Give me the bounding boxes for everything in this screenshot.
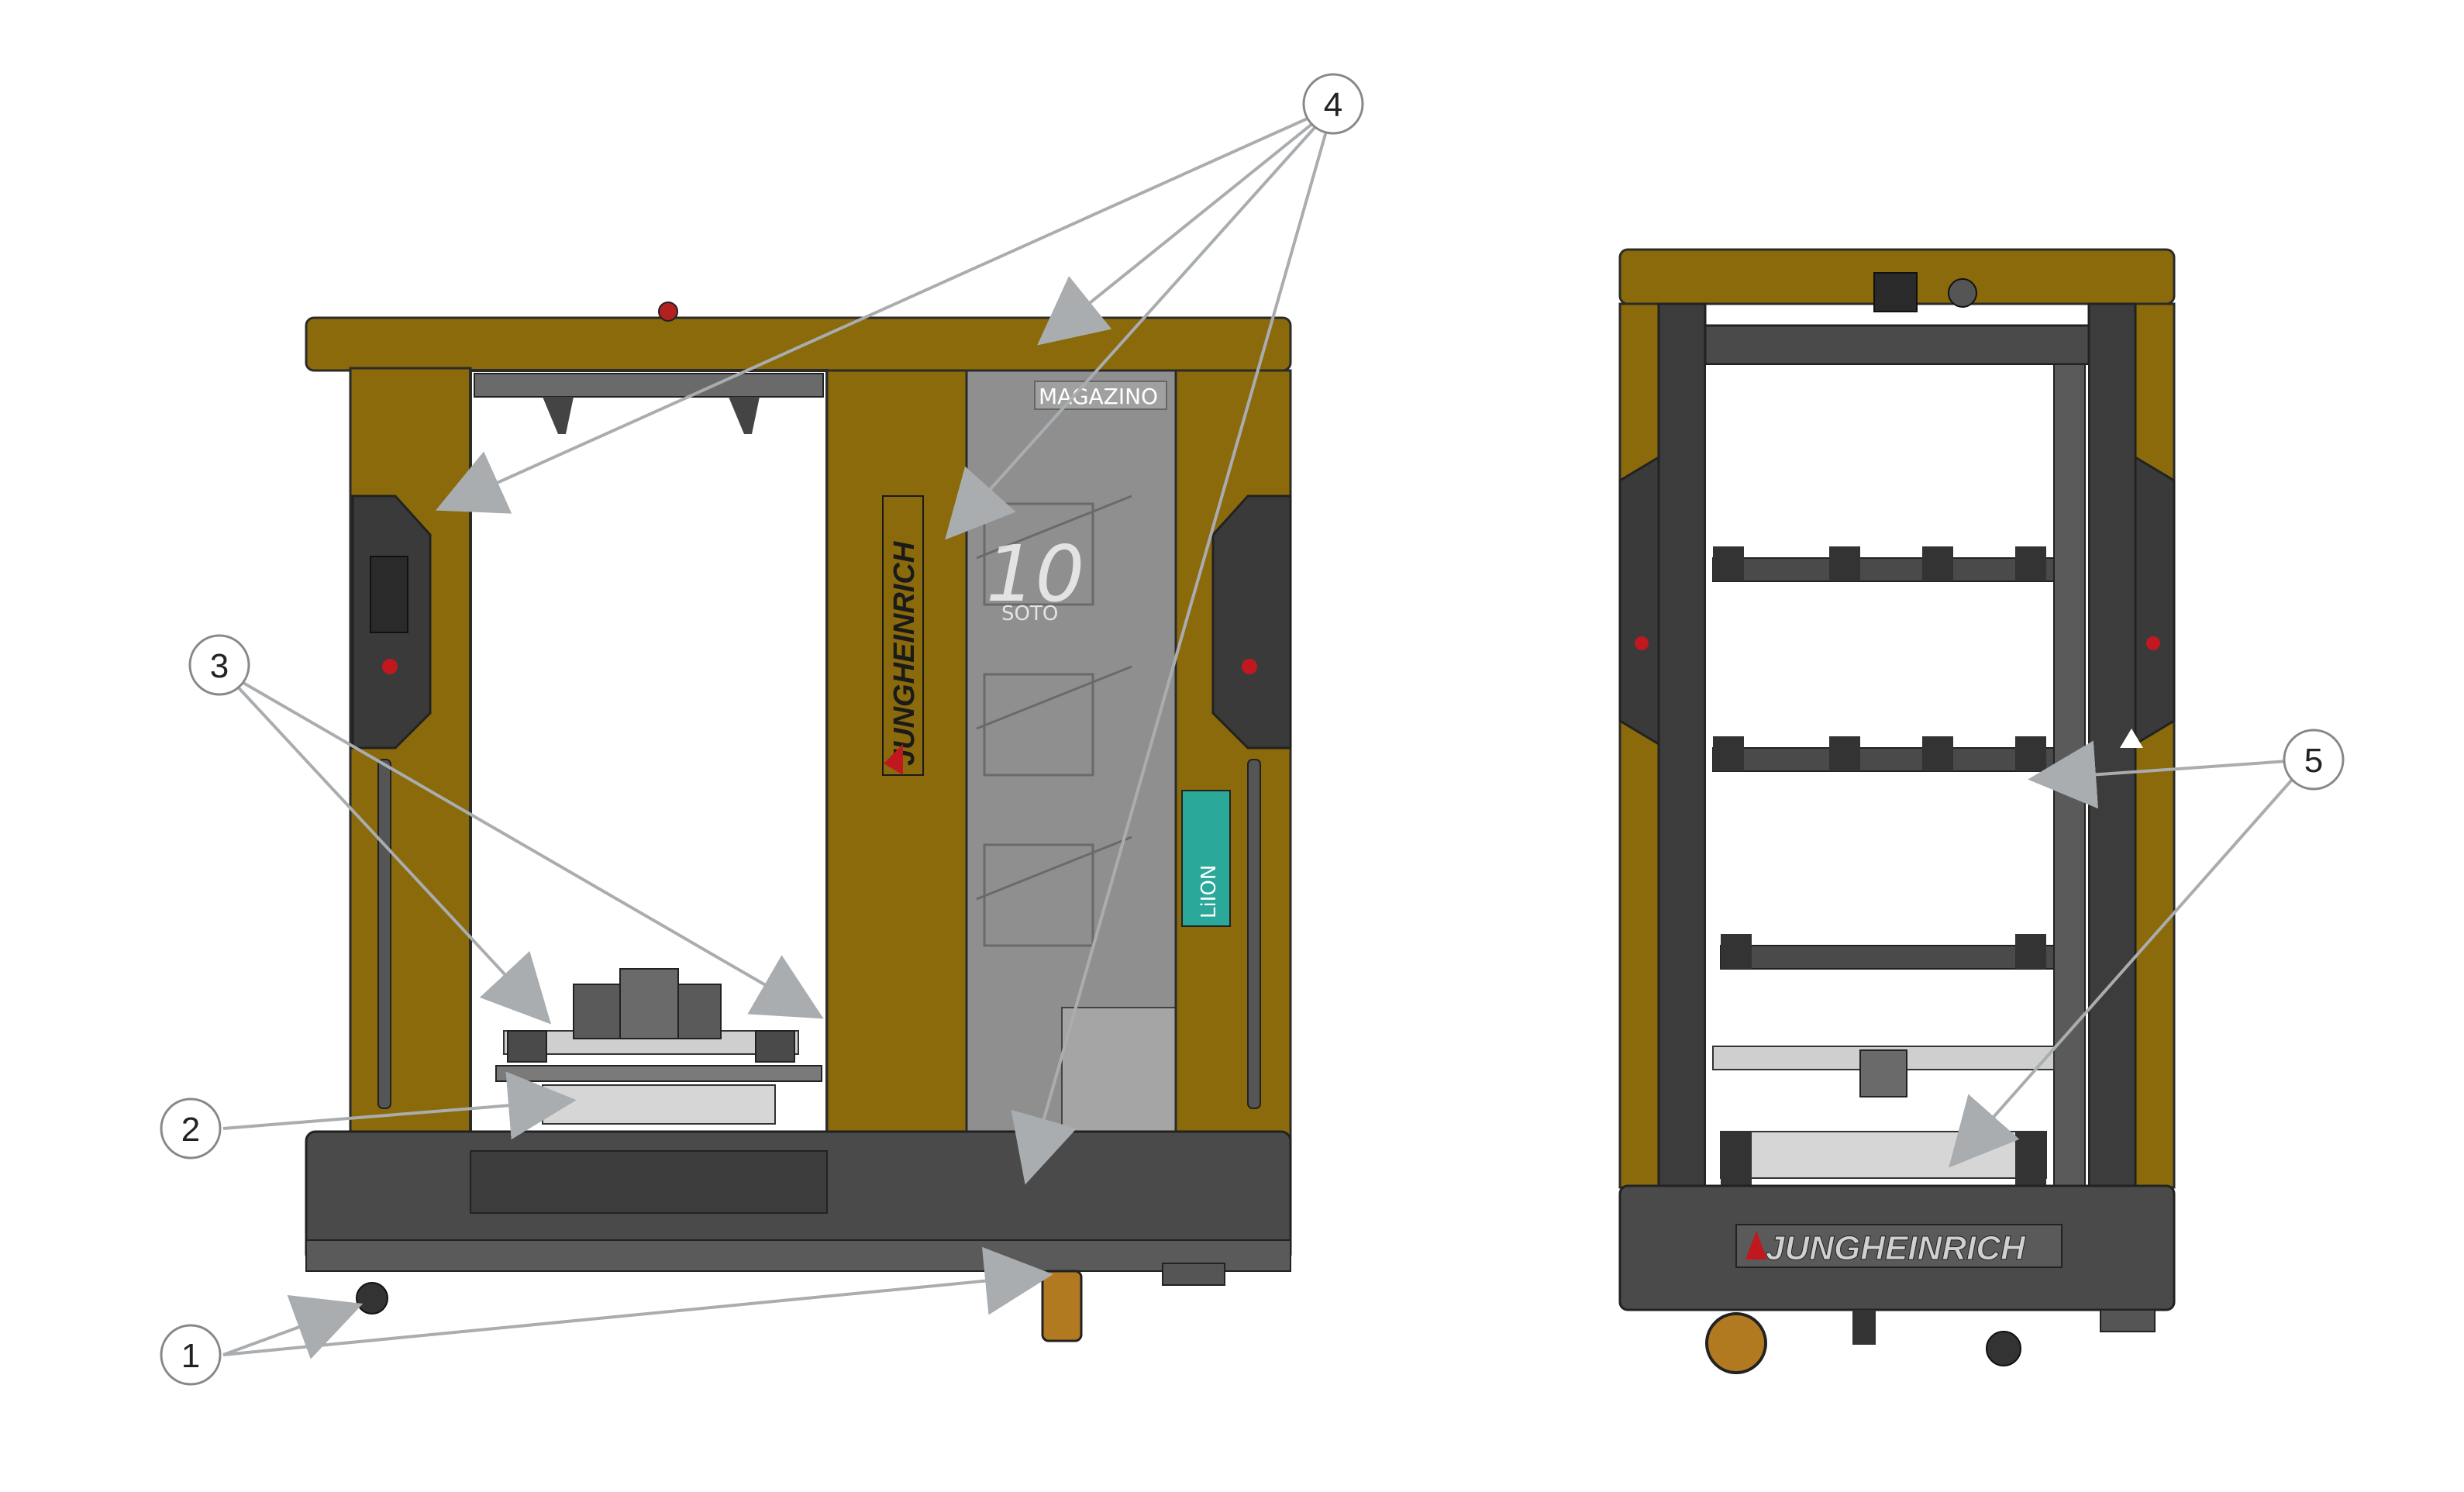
model-name: SOTO: [1001, 602, 1058, 625]
drive-wheel: [1041, 1270, 1083, 1342]
side-view-robot: JUNGHEINRICH MAGAZINO 10 SOTO LiION: [305, 302, 1292, 1342]
front-camera-icon: [1873, 272, 1918, 312]
brand-logo-side-text: JUNGHEINRICH: [888, 540, 921, 766]
gripper-rail: [474, 373, 824, 398]
callout-2-label: 2: [181, 1111, 200, 1149]
model-number: 10: [986, 529, 1084, 619]
front-caster-right-icon: [1986, 1331, 2021, 1366]
base-opening: [470, 1150, 828, 1214]
callout-1-label: 1: [181, 1337, 200, 1375]
glass-shelves: [976, 494, 1132, 947]
right-estop-icon: [1242, 659, 1257, 674]
shelf-1: [1712, 546, 2055, 582]
front-top-beam: [1704, 324, 2090, 366]
lower-glass-box: [1061, 1007, 1179, 1152]
brand-plate-front: [1735, 1224, 2063, 1268]
front-wheel-left-icon: [1705, 1312, 1767, 1374]
front-left-pod: [1618, 455, 1660, 746]
right-panel: [1174, 369, 1292, 1155]
left-handle: [377, 759, 391, 1109]
front-left-estop-icon: [1635, 636, 1649, 650]
front-right-pod: [2134, 455, 2176, 746]
brand-logo-side: JUNGHEINRICH: [882, 495, 924, 776]
front-center-post: [1852, 1310, 1876, 1345]
front-right-estop-icon: [2146, 636, 2160, 650]
callout-5: 5: [2283, 729, 2345, 791]
magazino-label-box: [1034, 381, 1167, 410]
left-door-panel: [349, 367, 472, 1153]
right-control-pod: [1211, 494, 1292, 749]
callout-3-label: 3: [210, 647, 229, 685]
callout-1: 1: [160, 1324, 222, 1386]
left-estop-icon: [382, 659, 398, 674]
brand-logo-front-text: JUNGHEINRICH: [1766, 1229, 2026, 1267]
battery-label: LiION: [1198, 865, 1221, 918]
right-handle: [1247, 759, 1261, 1109]
front-view-robot: JUNGHEINRICH: [1618, 248, 2176, 1374]
front-left-yellow: [1618, 302, 1660, 1189]
brand-arrow-front-icon: [1745, 1231, 1767, 1259]
foot-right: [1162, 1263, 1225, 1286]
roof-bar: [305, 316, 1292, 372]
warning-triangle-icon: [2120, 729, 2143, 748]
top-sensor-icon: [658, 302, 678, 322]
brand-arrow-icon: [884, 744, 903, 775]
callout-2: 2: [160, 1097, 222, 1159]
callout-3: 3: [188, 634, 250, 696]
callout-5-label: 5: [2304, 742, 2323, 780]
front-left-pillar: [1657, 302, 1707, 1189]
magazino-label: MAGAZINO: [1039, 384, 1158, 409]
callout-4: 4: [1302, 73, 1364, 135]
leader-lines: [222, 105, 2311, 1359]
left-screen-icon: [370, 556, 408, 633]
callout-4-label: 4: [1324, 86, 1342, 124]
battery-label-box: [1181, 790, 1231, 927]
gripper-hook-right: [729, 397, 760, 434]
base-plate: [305, 1239, 1291, 1272]
gripper-hook-left: [543, 397, 574, 434]
front-sensor-icon: [1948, 278, 1977, 308]
front-foot-right: [2100, 1309, 2156, 1332]
caster-left-icon: [356, 1282, 388, 1315]
shelf-3: [1720, 934, 2055, 970]
shelf-2: [1712, 736, 2055, 772]
